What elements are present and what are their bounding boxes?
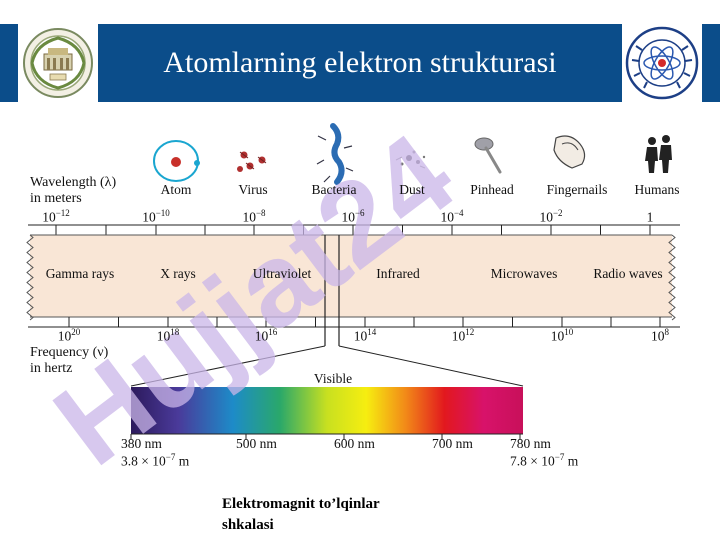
visible-ticks xyxy=(130,434,521,440)
wavelength-ticks xyxy=(55,225,651,235)
frequency-tick-label: 1014 xyxy=(335,327,395,345)
bacteria-icon xyxy=(316,123,354,185)
wavelength-tick-label: 10−8 xyxy=(224,208,284,226)
frequency-tick-label: 1020 xyxy=(39,327,99,345)
frequency-tick-label-exponent: 10 xyxy=(564,327,574,337)
object-label-dust: Dust xyxy=(399,182,425,197)
band-label-ultraviolet: Ultraviolet xyxy=(252,266,312,281)
object-label-bacteria: Bacteria xyxy=(311,182,357,197)
visible-nm-label: 600 nm xyxy=(334,436,375,451)
frequency-tick-label: 1012 xyxy=(433,327,493,345)
frequency-tick-label: 1018 xyxy=(138,327,198,345)
object-label-atom: Atom xyxy=(160,182,192,197)
visible-tick-label: 500 nm xyxy=(236,436,356,452)
wavelength-tick-label-exponent: −4 xyxy=(453,208,464,218)
visible-tick-label: 700 nm xyxy=(432,436,552,452)
frequency-tick-label-exponent: 8 xyxy=(664,327,670,337)
band-label-gamma-rays: Gamma rays xyxy=(45,266,115,281)
frequency-tick-label-base: 10 xyxy=(651,328,665,344)
wavelength-tick-label-exponent: −8 xyxy=(255,208,266,218)
frequency-tick-label-base: 10 xyxy=(451,328,466,344)
frequency-tick-label-exponent: 12 xyxy=(465,327,475,337)
wavelength-tick-label-exponent: −2 xyxy=(552,208,563,218)
visible-meter-label: 3.8 × 10−7 m xyxy=(121,452,190,469)
wavelength-tick-label-exponent: −6 xyxy=(354,208,365,218)
object-label-virus: Virus xyxy=(238,182,268,197)
frequency-axis-label: Frequency (ν) in hertz xyxy=(30,345,109,376)
caption: Elektromagnit to’lqinlar shkalasi xyxy=(222,494,462,536)
wavelength-tick-label: 10−4 xyxy=(422,208,482,226)
frequency-tick-label-exponent: 18 xyxy=(170,327,180,337)
object-label-humans: Humans xyxy=(634,182,680,197)
object-label-fingernails: Fingernails xyxy=(546,182,608,197)
humans-icon xyxy=(645,135,672,173)
frequency-tick-label: 1016 xyxy=(236,327,296,345)
visible-tick-label: 600 nm xyxy=(334,436,454,452)
visible-spectrum-bar xyxy=(131,387,523,434)
university-logo-left xyxy=(18,24,98,102)
object-label-pinhead: Pinhead xyxy=(470,182,514,197)
wavelength-tick-label: 10−6 xyxy=(323,208,383,226)
visible-meter-label: 7.8 × 10−7 m xyxy=(510,452,579,469)
wavelength-tick-label: 1 xyxy=(620,208,680,226)
wavelength-tick-label-base: 1 xyxy=(646,209,654,225)
visible-label: Visible xyxy=(313,371,353,386)
wavelength-tick-label: 10−12 xyxy=(26,208,86,226)
page-title: Atomlarning elektron strukturasi xyxy=(163,46,557,79)
visible-nm-label: 380 nm xyxy=(121,436,162,451)
virus-icon xyxy=(237,151,267,172)
caption-line-1: Elektromagnit to’lqinlar xyxy=(222,496,380,512)
wavelength-tick-label-base: 10 xyxy=(42,209,56,225)
visible-nm-label: 500 nm xyxy=(236,436,277,451)
visible-nm-label: 700 nm xyxy=(432,436,473,451)
atom-icon xyxy=(153,140,200,182)
frequency-ticks xyxy=(68,317,661,327)
frequency-tick-label-base: 10 xyxy=(550,328,565,344)
wavelength-tick-label: 10−10 xyxy=(126,208,186,226)
wavelength-tick-label-base: 10 xyxy=(539,209,553,225)
frequency-tick-label-exponent: 16 xyxy=(268,327,278,337)
frequency-tick-label: 1010 xyxy=(532,327,592,345)
visible-nm-label: 780 nm xyxy=(510,436,551,451)
frequency-tick-label-base: 10 xyxy=(57,328,72,344)
frequency-tick-label-base: 10 xyxy=(353,328,368,344)
dust-icon xyxy=(395,150,426,169)
wavelength-tick-label-exponent: −10 xyxy=(155,208,170,218)
wavelength-tick-label-base: 10 xyxy=(341,209,355,225)
band-label-radio-waves: Radio waves xyxy=(593,266,663,281)
frequency-tick-label-base: 10 xyxy=(254,328,269,344)
header-bar xyxy=(0,24,720,102)
wavelength-tick-label-exponent: −12 xyxy=(55,208,70,218)
band-label-microwaves: Microwaves xyxy=(490,266,558,281)
frequency-tick-label-base: 10 xyxy=(156,328,171,344)
caption-line-2: shkalasi xyxy=(222,517,274,533)
wavelength-tick-label-base: 10 xyxy=(142,209,156,225)
frequency-tick-label-exponent: 20 xyxy=(71,327,81,337)
pinhead-icon xyxy=(474,137,502,174)
frequency-tick-label-exponent: 14 xyxy=(367,327,377,337)
band-label-infrared: Infrared xyxy=(376,266,420,281)
wavelength-tick-label-base: 10 xyxy=(440,209,454,225)
institute-logo-right xyxy=(622,24,702,102)
band-label-x-rays: X rays xyxy=(160,266,196,281)
frequency-tick-label: 108 xyxy=(630,327,690,345)
wavelength-tick-label: 10−2 xyxy=(521,208,581,226)
fingernail-icon xyxy=(553,135,586,169)
wavelength-tick-label-base: 10 xyxy=(242,209,256,225)
wavelength-axis-label: Wavelength (λ) in meters xyxy=(30,175,117,206)
